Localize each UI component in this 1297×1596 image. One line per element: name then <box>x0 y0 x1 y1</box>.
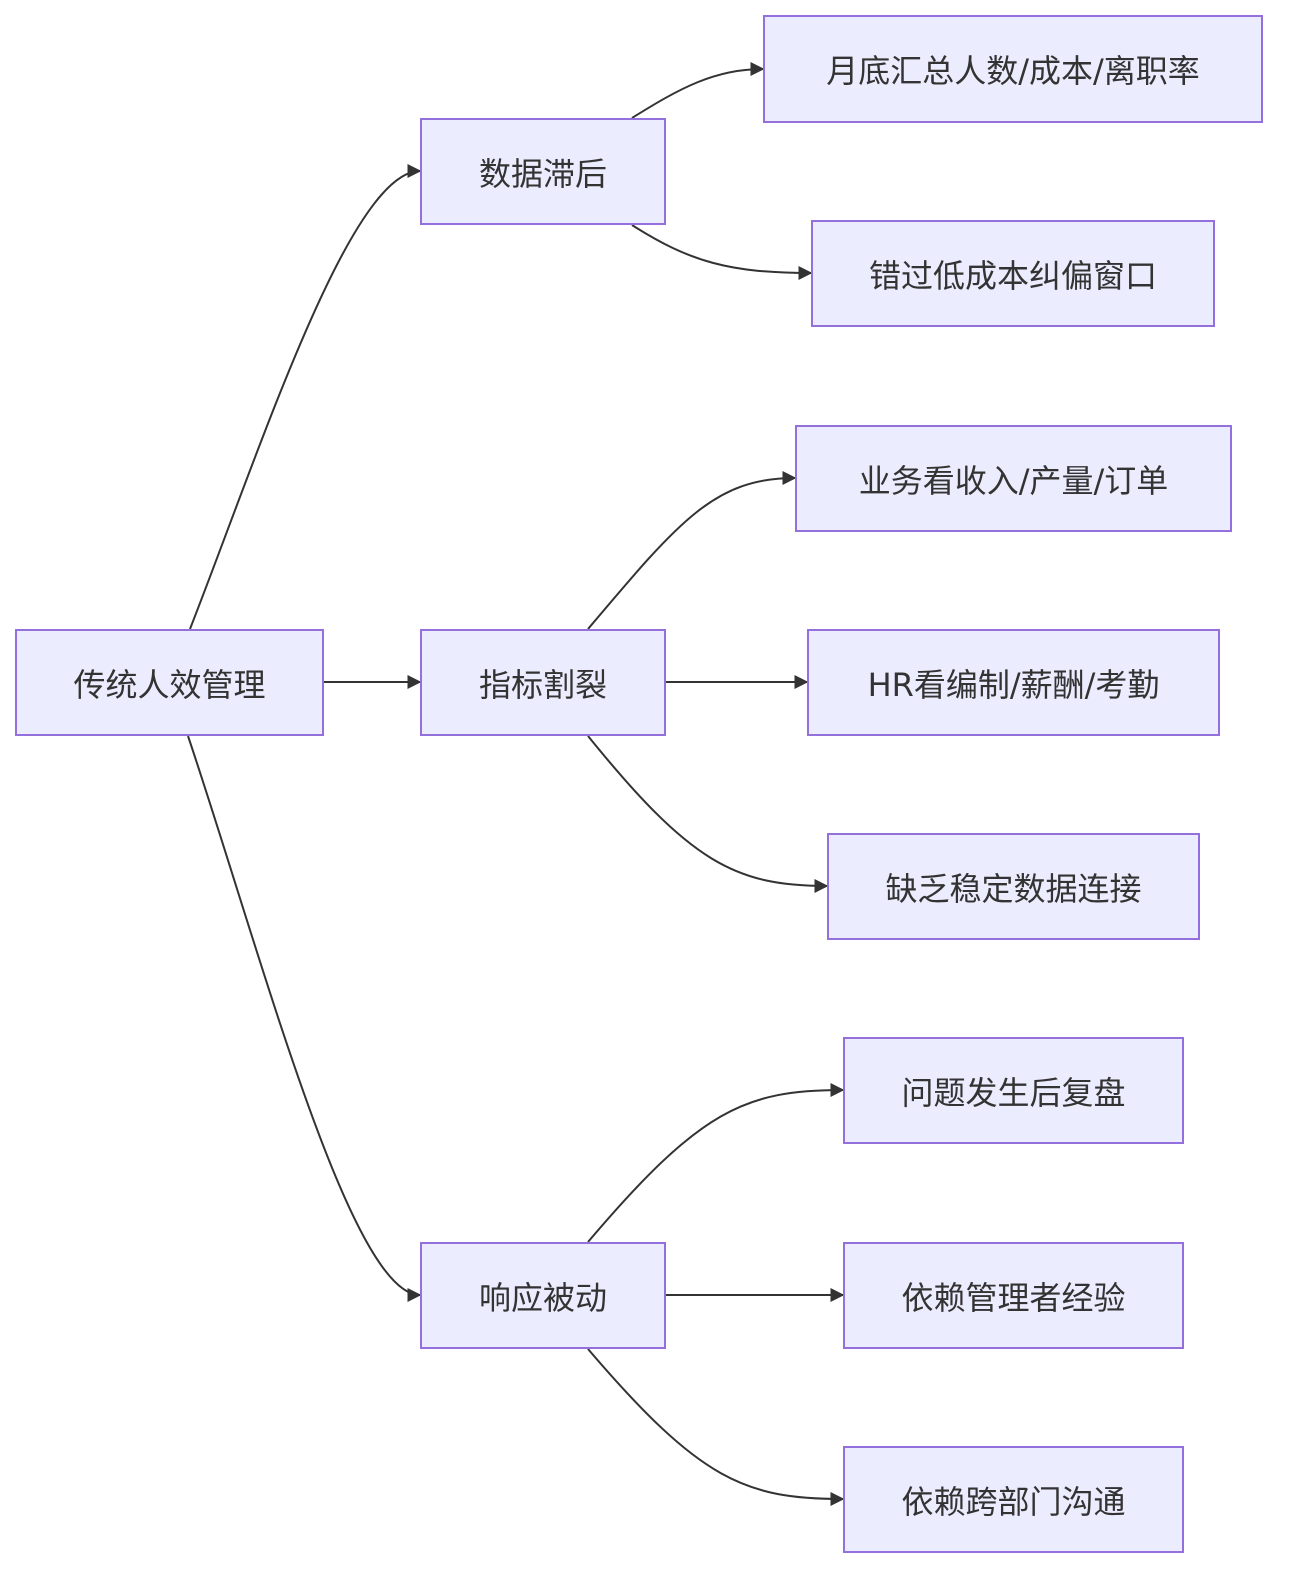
node-leaf-cross-dept: 依赖跨部门沟通 <box>843 1446 1184 1553</box>
node-leaf-business-metrics: 业务看收入/产量/订单 <box>795 425 1232 532</box>
edge-b1-l1 <box>631 62 765 119</box>
edge-b2-l3 <box>587 471 797 630</box>
node-leaf-post-review: 问题发生后复盘 <box>843 1037 1184 1144</box>
node-leaf-no-data-link: 缺乏稳定数据连接 <box>827 833 1200 940</box>
edge-b2-l5 <box>587 735 829 893</box>
edge-root-b1 <box>189 164 422 630</box>
node-leaf-manager-experience: 依赖管理者经验 <box>843 1242 1184 1349</box>
edge-b1-l2 <box>631 224 813 280</box>
edge-root-b3 <box>187 735 422 1302</box>
node-branch-metric-split: 指标割裂 <box>420 629 666 736</box>
edge-b3-l6 <box>587 1083 845 1243</box>
edge-b3-l8 <box>587 1348 845 1506</box>
node-leaf-monthly-summary: 月底汇总人数/成本/离职率 <box>763 15 1263 123</box>
node-root: 传统人效管理 <box>15 629 324 736</box>
node-leaf-hr-metrics: HR看编制/薪酬/考勤 <box>807 629 1220 736</box>
node-branch-passive-response: 响应被动 <box>420 1242 666 1349</box>
node-branch-data-lag: 数据滞后 <box>420 118 666 225</box>
node-leaf-missed-window: 错过低成本纠偏窗口 <box>811 220 1215 327</box>
